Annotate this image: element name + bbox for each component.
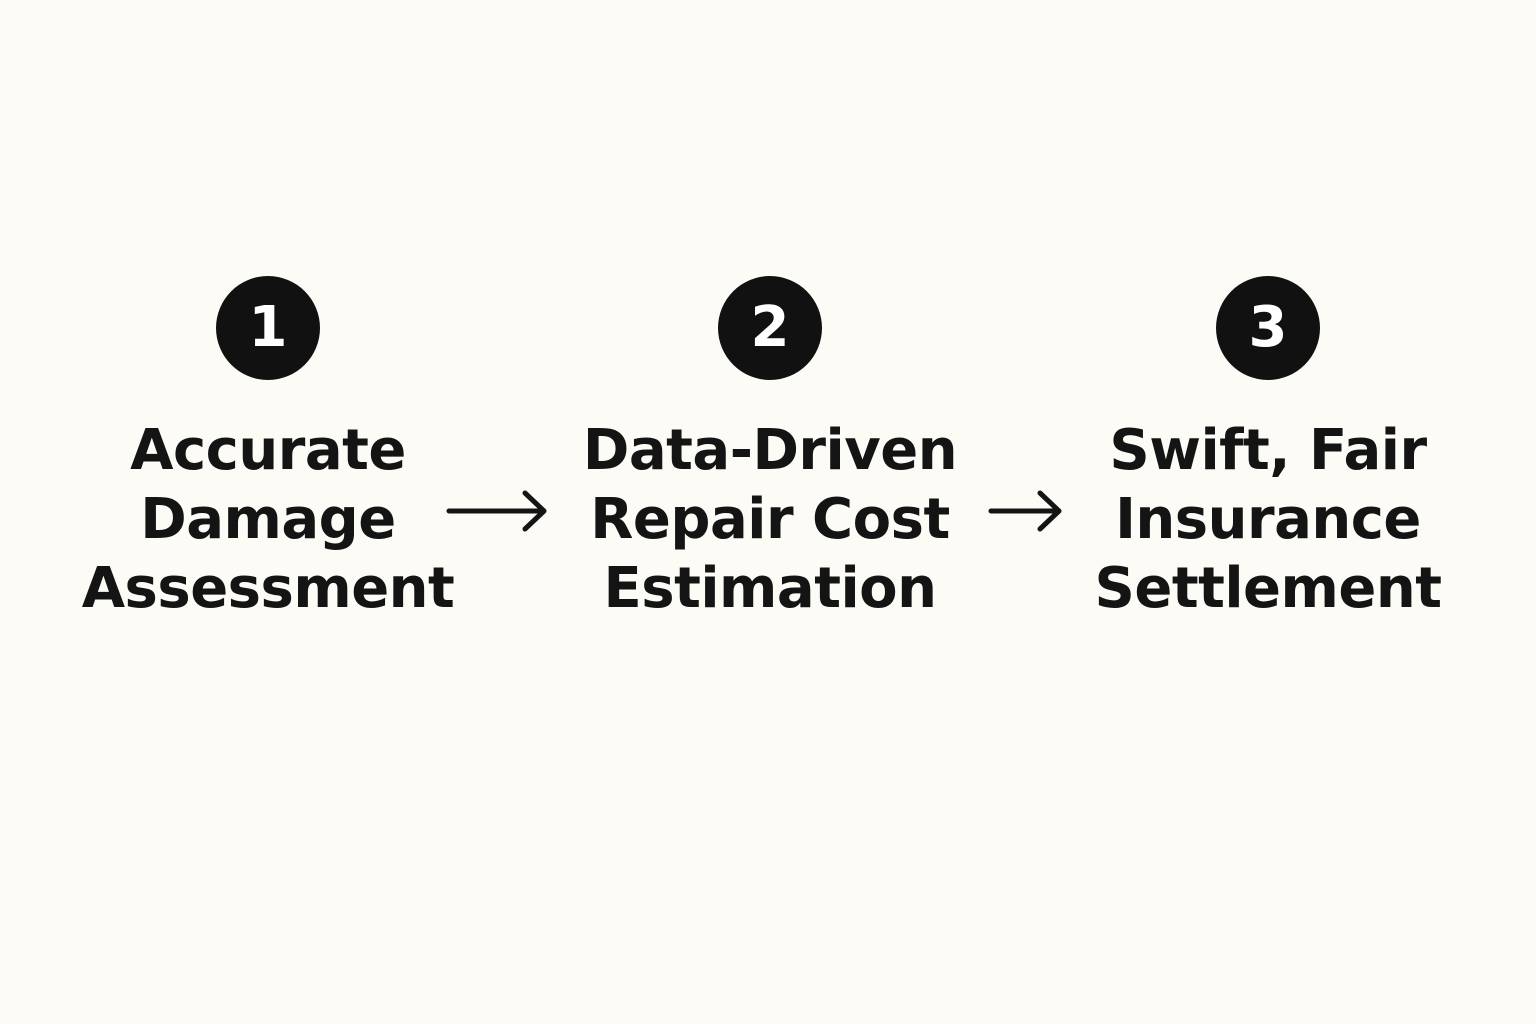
step-1-number-badge: 1	[216, 276, 320, 380]
step-2-title-line-1: Data-Driven	[582, 418, 958, 483]
step-1-title-line-3: Assessment	[81, 556, 455, 621]
step-3-number-badge: 3	[1216, 276, 1320, 380]
step-3: 3 Swift, Fair Insurance Settlement	[1058, 276, 1478, 636]
step-2-number-badge: 2	[718, 276, 822, 380]
step-1-number: 1	[248, 295, 288, 360]
step-3-title: Swift, Fair Insurance Settlement	[1058, 416, 1478, 623]
step-2-title-line-2: Repair Cost	[590, 487, 950, 552]
step-1-title-line-1: Accurate	[130, 418, 406, 483]
step-3-title-line-3: Settlement	[1094, 556, 1443, 621]
step-3-title-line-2: Insurance	[1115, 487, 1421, 552]
step-1: 1 Accurate Damage Assessment	[58, 276, 478, 636]
step-3-number: 3	[1248, 295, 1288, 360]
step-2: 2 Data-Driven Repair Cost Estimation	[560, 276, 980, 636]
step-2-title-line-3: Estimation	[603, 556, 938, 621]
step-1-title: Accurate Damage Assessment	[58, 416, 478, 623]
step-2-number: 2	[750, 295, 790, 360]
step-2-title: Data-Driven Repair Cost Estimation	[560, 416, 980, 623]
right-arrow-icon	[988, 488, 1064, 534]
right-arrow-icon	[446, 488, 548, 534]
step-1-title-line-2: Damage	[140, 487, 396, 552]
step-3-title-line-1: Swift, Fair	[1109, 418, 1427, 483]
